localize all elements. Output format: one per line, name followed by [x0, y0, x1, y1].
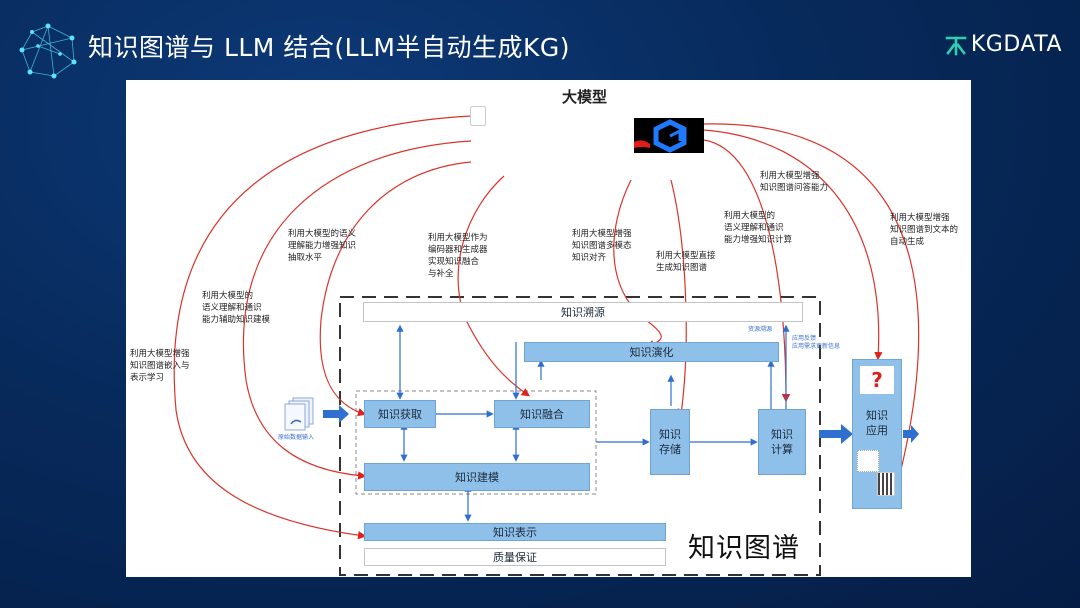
question-mark-icon: ?: [860, 366, 894, 394]
block-computation: 知识 计算: [758, 409, 806, 475]
block-application: ? 知识 应用: [852, 359, 902, 509]
annotation-fusion: 利用大模型作为 编码器和生成器 实现知识融合 与补全: [428, 233, 488, 279]
resource-note: 资源溯源: [748, 326, 773, 333]
llm-cube-logo-icon: [634, 118, 704, 153]
raw-data-input-label: 原始数据输入: [278, 434, 315, 441]
annotation-embedding: 利用大模型增强 知识图谱嵌入与 表示学习: [130, 349, 190, 383]
document-icon: [470, 106, 486, 126]
input-arrow: [323, 405, 349, 423]
llm-title: 大模型: [562, 88, 608, 106]
block-storage: 知识 存储: [650, 409, 690, 475]
brand-name: KGDATA: [970, 32, 1062, 57]
application-out-arrow: [903, 425, 919, 443]
diagram-canvas: 大模型 利用大模型增强 知识图谱嵌入与 表示学习 利用大模型的 语义理解和通识 …: [126, 80, 971, 577]
block-fusion: 知识融合: [494, 400, 590, 428]
block-traceability: 知识溯源: [363, 302, 803, 322]
annotation-qa: 利用大模型增强 知识图谱问答能力: [760, 171, 829, 193]
block-representation: 知识表示: [364, 523, 666, 541]
annotation-multimodal: 利用大模型增强 知识图谱多模态 知识对齐: [572, 229, 632, 263]
network-polygon-icon: [19, 23, 77, 79]
annotation-computation: 利用大模型的 语义理解和通识 能力增强知识计算: [724, 211, 793, 245]
block-quality: 质量保证: [364, 548, 666, 566]
kgdata-mark-icon: [945, 36, 967, 55]
extraction-group-frame: [355, 390, 597, 495]
page-title: 知识图谱与 LLM 结合(LLM半自动生成KG): [88, 33, 571, 62]
diagram-connectors: [173, 115, 920, 576]
brand-logo: KGDATA: [945, 32, 1062, 57]
annotation-extraction: 利用大模型的语义 理解能力增强知识 抽取水平: [288, 229, 357, 263]
annotation-generation: 利用大模型直接 生成知识图谱: [656, 251, 716, 273]
application-label: 知识 应用: [866, 409, 888, 437]
annotation-text-generation: 利用大模型增强 知识图谱到文本的 自动生成: [890, 213, 959, 247]
kg-title: 知识图谱: [688, 533, 800, 564]
to-application-arrow: [819, 424, 853, 444]
block-evolution: 知识演化: [524, 342, 779, 362]
raw-data-documents-icon: [284, 397, 314, 431]
block-acquisition: 知识获取: [364, 400, 436, 428]
graph-scatter-icon: [857, 450, 879, 472]
qr-code-icon: [877, 472, 895, 496]
block-modeling: 知识建模: [364, 463, 590, 491]
annotation-modeling: 利用大模型的 语义理解和通识 能力辅助知识建模: [202, 291, 271, 325]
application-feedback-note: 应用反馈 应用需求更新信息: [792, 335, 841, 350]
